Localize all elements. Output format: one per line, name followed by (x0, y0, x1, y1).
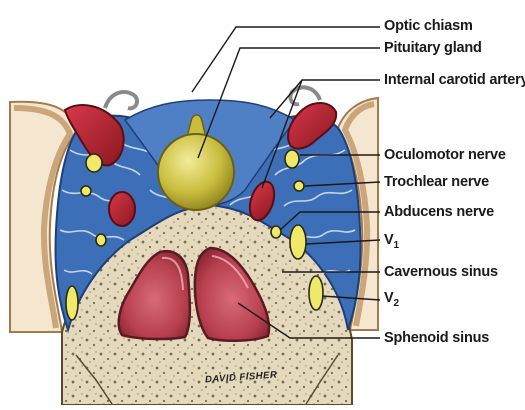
ophthalmic-nerve-v1 (290, 225, 306, 259)
label-abducens-nerve: Abducens nerve (384, 204, 494, 220)
label-sphenoid-sinus: Sphenoid sinus (384, 330, 489, 346)
label-cavernous-sinus: Cavernous sinus (384, 264, 498, 280)
label-pituitary-gland: Pituitary gland (384, 40, 482, 56)
trochlear-nerve (294, 181, 304, 191)
abducens-nerve (271, 226, 281, 238)
right-dural-fold (290, 87, 320, 104)
label-optic-chiasm: Optic chiasm (384, 18, 473, 34)
oculomotor-nerve (285, 150, 299, 168)
leader-optic-chiasm (192, 27, 380, 92)
label-v1-sub: 1 (393, 240, 398, 251)
label-v1: V1 (384, 232, 399, 250)
left-dural-fold (105, 92, 137, 108)
label-internal-carotid-artery: Internal carotid artery (384, 72, 525, 88)
left-carotid-cavernous (109, 192, 135, 226)
label-v2: V2 (384, 290, 399, 308)
label-v2-sub: 2 (393, 298, 398, 309)
label-trochlear-nerve: Trochlear nerve (384, 174, 489, 190)
maxillary-nerve-v2 (309, 276, 323, 310)
label-oculomotor-nerve: Oculomotor nerve (384, 147, 506, 163)
pituitary-gland (158, 134, 234, 210)
